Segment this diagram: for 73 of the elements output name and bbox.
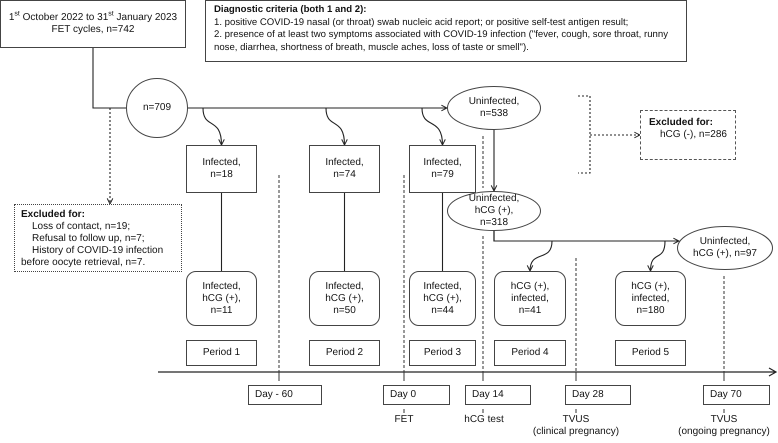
connector-line: [220, 193, 222, 271]
node-text: hCG (-), n=286: [659, 129, 727, 141]
node-text: Uninfected, hCG (+), n=97: [693, 236, 757, 260]
time-point-label: FET: [394, 414, 414, 426]
ellipse-node: [447, 86, 541, 130]
process-box: [0, 0, 186, 48]
process-box: [186, 145, 257, 193]
node-text: Infected, hCG (+), n=44: [422, 280, 463, 316]
day-box: [703, 385, 770, 405]
node-text: Day 0: [390, 389, 416, 401]
day-box: [248, 385, 322, 405]
criteria-box: [205, 0, 687, 62]
time-point-label: (clinical pregnancy): [532, 426, 620, 438]
node-text: Uninfected, hCG (+), n=318: [468, 193, 520, 229]
arrow: [577, 95, 641, 174]
node-text: 2. presence of at least two symptoms associated with COVID-19 infection ("fever, cough, sore throat, runny nose, diarrhea, shortness of breath, muscle aches, loss of taste or smell").: [214, 29, 669, 54]
node-text: 1. positive COVID-19 nasal (or throat) swab nucleic acid report; or positive self-test antigen result;: [214, 16, 628, 29]
arrow: [490, 130, 498, 192]
circle-node: [126, 78, 188, 138]
time-point-label: TVUS: [710, 414, 738, 426]
day-box: [383, 385, 450, 405]
time-point-label: TVUS: [562, 414, 590, 426]
rounded-box: [615, 271, 686, 326]
time-point-label: (ongoing pregnancy): [677, 426, 771, 438]
connector-line: [442, 193, 444, 271]
node-text: Period 1: [202, 347, 240, 359]
node-text: Period 3: [424, 347, 462, 359]
rounded-box: [409, 271, 476, 326]
node-text: Day - 60: [255, 389, 293, 401]
rounded-box: [309, 271, 380, 326]
rounded-box: [494, 271, 566, 326]
ellipse-node: [677, 226, 773, 270]
node-text: History of COVID-19 infection before oocyte retrieval, n=7.: [21, 245, 164, 269]
connector-line: [344, 193, 346, 271]
node-text: hCG (+), infected, n=41: [510, 280, 550, 316]
exclusion-box: [14, 204, 182, 272]
node-text: Infected, n=74: [324, 157, 365, 181]
process-box: [309, 145, 380, 193]
arrow: [188, 107, 446, 146]
node-text: Infected, n=18: [201, 157, 242, 181]
rounded-box: [186, 271, 257, 326]
node-text: 1$^{st}$ October 2022 to 31$^{st}$ January 2023 FET cycles, n=742: [8, 12, 178, 36]
connector-line: [92, 48, 126, 109]
exclusion-box: [640, 110, 736, 160]
node-text: Day 28: [572, 389, 604, 401]
heading-text: Excluded for:: [649, 117, 713, 129]
node-text: Period 5: [632, 347, 670, 359]
period-box: [186, 340, 257, 366]
time-point-label: hCG test: [463, 414, 505, 426]
period-box: [409, 340, 476, 366]
node-text: Infected, n=79: [422, 157, 463, 181]
node-text: hCG (+), infected, n=180: [630, 280, 671, 316]
process-box: [409, 145, 476, 193]
arrow: [493, 231, 666, 272]
day-box: [465, 385, 531, 405]
node-text: Loss of contact, n=19;: [31, 221, 130, 233]
heading-text: Excluded for:: [21, 209, 85, 221]
period-box: [494, 340, 566, 366]
node-text: Infected, hCG (+), n=50: [324, 280, 365, 316]
heading-text: Diagnostic criteria (both 1 and 2):: [214, 4, 366, 16]
day-box: [565, 385, 631, 405]
node-text: Uninfected, n=538: [468, 96, 520, 120]
node-text: Period 2: [326, 347, 364, 359]
node-text: Infected, hCG (+), n=11: [201, 280, 242, 316]
node-text: Period 4: [511, 347, 549, 359]
node-text: Refusal to follow up, n=7;: [31, 233, 145, 245]
node-text: n=709: [142, 102, 172, 114]
node-text: Day 70: [710, 389, 742, 401]
ellipse-node: [447, 191, 541, 231]
period-box: [309, 340, 380, 366]
arrow: [106, 108, 114, 204]
period-box: [615, 340, 686, 366]
node-text: Day 14: [472, 389, 504, 401]
